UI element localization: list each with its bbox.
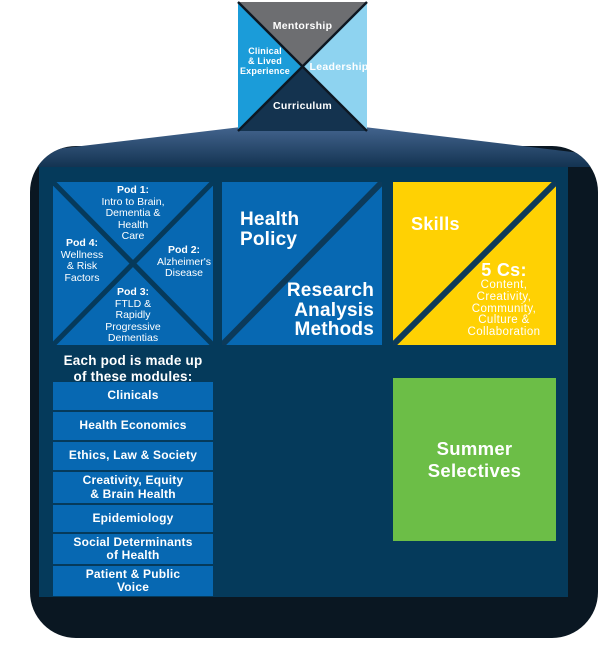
pod-1-label: Pod 1:	[116, 184, 150, 196]
pods-divider-x	[53, 182, 213, 345]
five-cs-block: 5 Cs: Content, Creativity, Community, Cu…	[441, 260, 567, 339]
pod-3-block: Pod 3: FTLD & Rapidly Progressive Dement…	[63, 286, 203, 345]
module-row: Health Economics	[53, 412, 213, 440]
summer-selectives-label: Summer Selectives	[427, 437, 522, 481]
pod-1-text: Intro to Brain, Dementia & Health Care	[101, 195, 165, 243]
clinical-triangle	[238, 2, 303, 131]
module-row: Patient & Public Voice	[53, 566, 213, 596]
module-row: Epidemiology	[53, 505, 213, 532]
health-policy-label: Health Policy	[240, 209, 300, 250]
diagonal-divider	[393, 182, 556, 345]
pod-1-block: Pod 1: Intro to Brain, Dementia & Health…	[63, 184, 203, 243]
mentorship-label: Mentorship	[272, 20, 333, 32]
pods-square	[53, 182, 213, 345]
diagonal-divider	[222, 182, 382, 345]
umbrella-roof	[31, 127, 597, 167]
pod-2-label: Pod 2:	[167, 244, 201, 256]
policy-research-square	[222, 182, 382, 345]
pillars-diamond	[237, 1, 368, 132]
curriculum-triangle	[238, 66, 367, 131]
pod-2-text: Alzheimer's Disease	[157, 255, 211, 280]
curriculum-label: Curriculum	[272, 100, 332, 112]
pod-3-label: Pod 3:	[116, 286, 150, 298]
clinical-lived-experience-label: Clinical & Lived Experience	[239, 46, 291, 76]
skills-square	[393, 182, 556, 345]
leadership-label: Leadership	[309, 61, 369, 73]
skills-label: Skills	[411, 214, 460, 234]
research-analysis-methods-label: Research Analysis Methods	[286, 280, 374, 340]
pod-2-block: Pod 2: Alzheimer's Disease	[148, 244, 220, 280]
modules-heading: Each pod is made up of these modules:	[63, 353, 203, 384]
pod-3-text: FTLD & Rapidly Progressive Dementias	[105, 297, 161, 345]
five-cs-text: Content, Creativity, Community, Culture …	[467, 279, 541, 339]
pod-4-label: Pod 4:	[65, 237, 99, 249]
module-row: Social Determinants of Health	[53, 534, 213, 564]
five-cs-title: 5 Cs:	[481, 260, 527, 280]
module-row: Clinicals	[53, 382, 213, 410]
pod-4-block: Pod 4: Wellness & Risk Factors	[49, 237, 115, 284]
mentorship-triangle	[238, 2, 367, 67]
diamond-divider-line	[237, 1, 368, 132]
leadership-triangle	[302, 2, 367, 131]
modules-list: Clinicals Health Economics Ethics, Law &…	[53, 382, 213, 596]
summer-selectives-square: Summer Selectives	[393, 378, 556, 541]
module-row: Creativity, Equity & Brain Health	[53, 472, 213, 503]
module-row: Ethics, Law & Society	[53, 442, 213, 470]
pod-4-text: Wellness & Risk Factors	[60, 248, 104, 284]
